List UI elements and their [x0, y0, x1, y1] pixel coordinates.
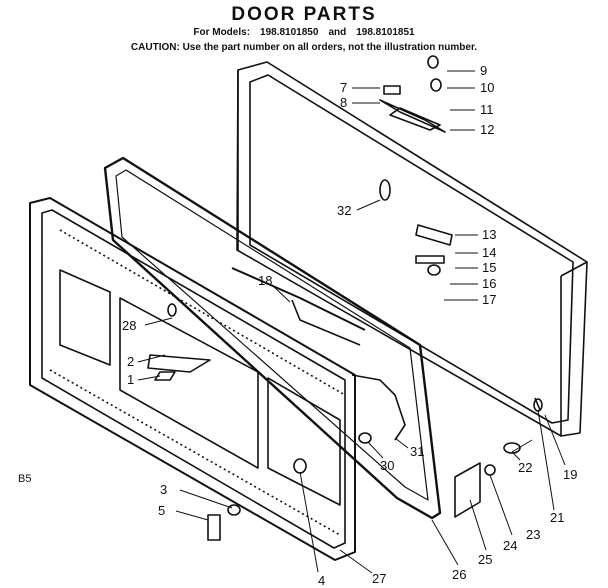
- callout-15: 15: [482, 260, 496, 275]
- callout-26: 26: [452, 567, 466, 582]
- model-numbers: For Models: 198.8101850 and 198.8101851: [0, 27, 608, 38]
- callout-27: 27: [372, 571, 386, 586]
- callout-12: 12: [480, 122, 494, 137]
- callout-11: 11: [480, 102, 494, 117]
- callout-1: 1: [127, 372, 134, 387]
- callout-23: 23: [526, 527, 540, 542]
- latch-plate: [379, 85, 446, 133]
- model-a: 198.8101850: [260, 27, 319, 38]
- callout-30: 30: [380, 458, 394, 473]
- callout-22: 22: [518, 460, 532, 475]
- door-gasket: [103, 156, 442, 520]
- callout-25: 25: [478, 552, 492, 567]
- callout-32: 32: [337, 203, 351, 218]
- callout-7: 7: [340, 80, 347, 95]
- callout-16: 16: [482, 276, 496, 291]
- callout-24: 24: [503, 538, 517, 553]
- door-frame: [236, 61, 588, 437]
- callout-31: 31: [410, 444, 424, 459]
- models-and: and: [328, 27, 347, 38]
- callout-3: 3: [160, 482, 167, 497]
- callout-5: 5: [158, 503, 165, 518]
- hinge-bracket: [454, 397, 543, 518]
- callout-17: 17: [482, 292, 496, 307]
- leader-lines: [137, 70, 566, 574]
- callout-4: 4: [318, 573, 325, 588]
- callout-14: 14: [482, 245, 496, 260]
- callout-10: 10: [480, 80, 494, 95]
- callout-13: 13: [482, 227, 496, 242]
- callout-9: 9: [480, 63, 487, 78]
- latch-parts: [379, 55, 453, 276]
- diagram-code: B5: [18, 473, 32, 485]
- callout-8: 8: [340, 95, 347, 110]
- models-prefix: For Models:: [193, 27, 251, 38]
- page-title: DOOR PARTS: [231, 4, 377, 25]
- door-bottom-parts: [147, 303, 406, 541]
- callout-18: 18: [258, 273, 272, 288]
- callout-28: 28: [122, 318, 136, 333]
- callout-21: 21: [550, 510, 564, 525]
- caution-note: CAUTION: Use the part number on all orde…: [130, 42, 478, 53]
- callout-2: 2: [127, 354, 134, 369]
- callout-labels: 7 8 9 10 11 12 32 13 14 15 16 17 18 28 2…: [122, 63, 577, 588]
- callout-19: 19: [563, 467, 577, 482]
- model-b: 198.8101851: [356, 27, 415, 38]
- door-handle-bar: [231, 267, 366, 346]
- inner-door-panel: [29, 197, 356, 561]
